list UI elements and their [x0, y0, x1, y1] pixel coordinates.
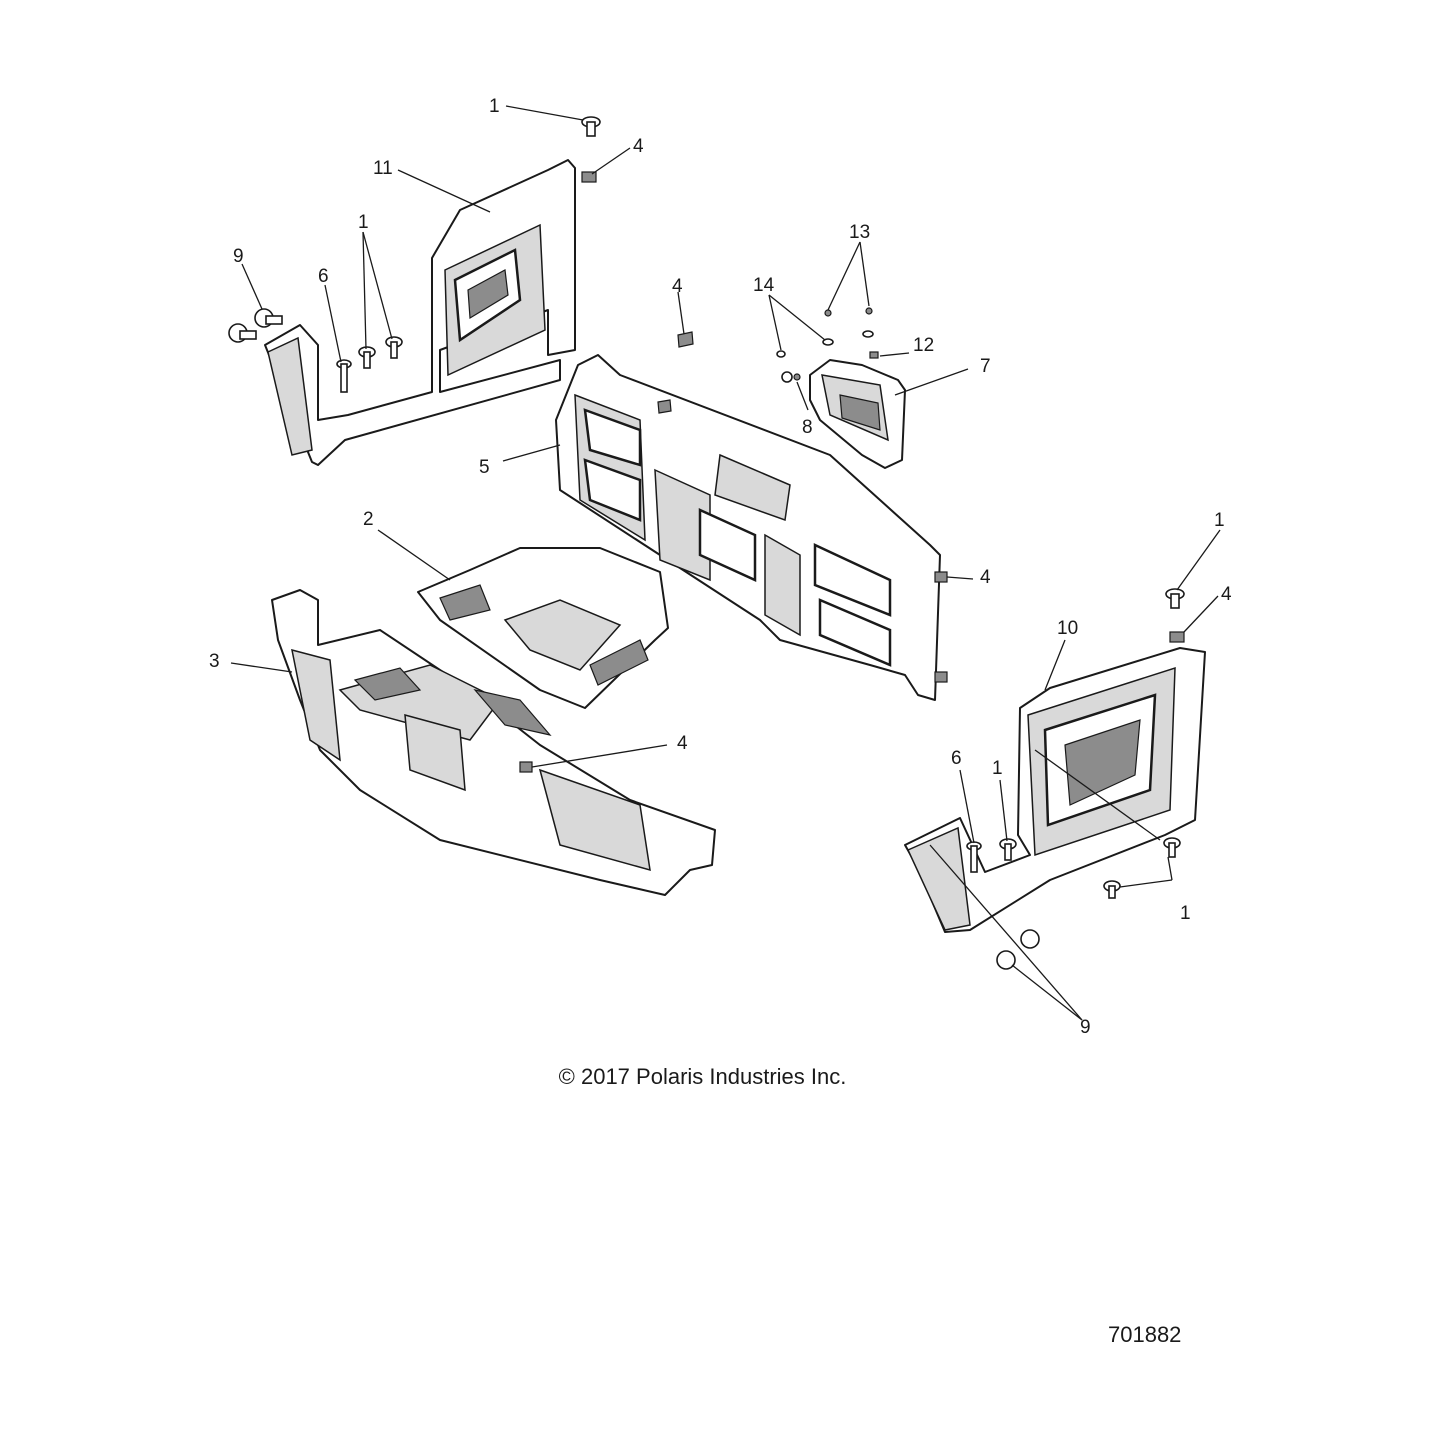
- push-rivet-1e: [999, 838, 1017, 861]
- washer-14a: [822, 338, 834, 346]
- part-2-center-floor-cover: [417, 547, 669, 709]
- part-5-rear-bulkhead-panel: [555, 331, 941, 701]
- push-rivet-1a: [581, 116, 601, 137]
- callout-label: 1: [992, 758, 1003, 779]
- callout-label: 4: [1221, 584, 1232, 605]
- clip-4d: [519, 761, 533, 773]
- part-3-main-floor: [271, 589, 716, 896]
- part-11-left-side-panel: [264, 159, 576, 466]
- callout-label: 14: [753, 275, 775, 296]
- callout-label: 6: [318, 266, 329, 287]
- part-7-cover: [809, 359, 906, 469]
- nut-13b: [865, 307, 873, 315]
- callout-label: 1: [1180, 903, 1191, 924]
- washer-14b: [776, 350, 786, 358]
- clip-4c: [934, 671, 948, 683]
- nut-13a: [824, 309, 832, 317]
- clip-4a: [581, 171, 597, 183]
- clip-4b: [934, 571, 948, 583]
- leader-lines: [230, 105, 1221, 1021]
- callout-label: 12: [913, 335, 934, 356]
- callout-label: 3: [209, 651, 220, 672]
- callout-label: 4: [980, 567, 991, 588]
- copyright-notice: © 2017 Polaris Industries Inc.: [558, 1064, 847, 1089]
- push-rivet-1g: [1103, 880, 1121, 899]
- bolt-8: [781, 371, 801, 383]
- callout-label: 1: [358, 212, 369, 233]
- push-rivet-1f: [1163, 837, 1181, 858]
- callout-label: 4: [677, 733, 688, 754]
- callout-label: 1: [1214, 510, 1225, 531]
- callout-label: 8: [802, 417, 813, 438]
- callout-label: 4: [633, 136, 644, 157]
- callout-label: 6: [951, 748, 962, 769]
- push-rivet-1c: [385, 336, 403, 359]
- push-rivet-6a: [336, 359, 352, 393]
- washer-13c: [862, 330, 874, 338]
- callout-label: 4: [672, 276, 683, 297]
- callout-label: 10: [1057, 618, 1078, 639]
- callout-label: 5: [479, 457, 490, 478]
- screw-9b: [228, 323, 257, 343]
- callout-label: 2: [363, 509, 374, 530]
- callout-labels: 1 4 11 9 6 1 4 13 14 12 7 8 5 2 3 4 4 1 …: [209, 96, 1232, 1038]
- callout-label: 11: [373, 158, 393, 179]
- callout-label: 7: [980, 356, 991, 377]
- push-rivet-1d: [1165, 588, 1185, 609]
- part-10-right-side-panel: [904, 647, 1206, 933]
- callout-label: 1: [489, 96, 500, 117]
- callout-label: 9: [1080, 1017, 1091, 1038]
- push-rivet-1b: [358, 346, 376, 369]
- clip-4e: [1169, 631, 1185, 643]
- screw-9a: [254, 308, 283, 328]
- bolt-12: [869, 351, 879, 359]
- drawing-number: 701882: [1108, 1322, 1182, 1347]
- screw-9c: [996, 929, 1040, 970]
- callout-label: 13: [849, 222, 870, 243]
- callout-label: 9: [233, 246, 244, 267]
- fasteners: [228, 116, 1185, 970]
